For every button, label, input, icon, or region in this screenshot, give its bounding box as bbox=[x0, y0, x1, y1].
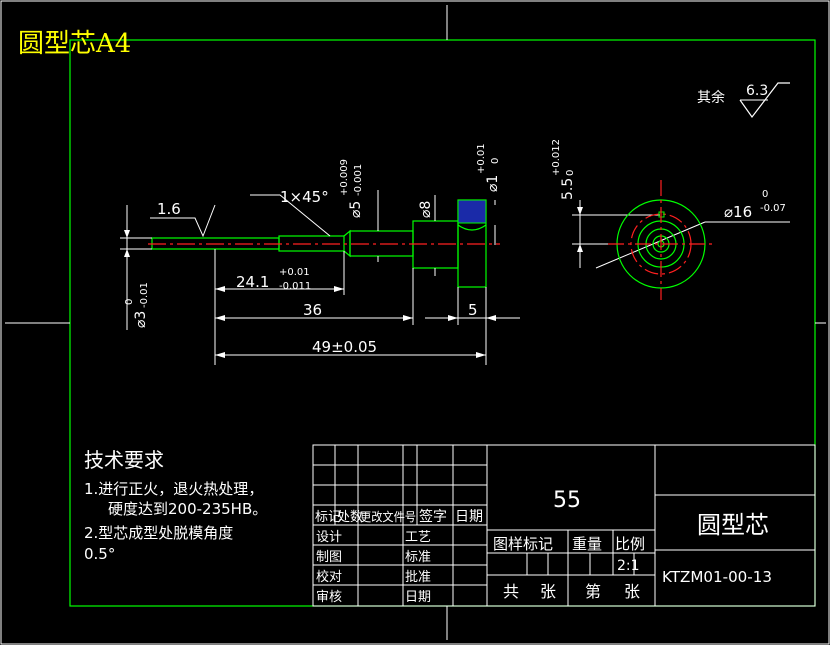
tb-sheet-unit-2: 张 bbox=[624, 582, 640, 601]
dim-dia3-lower: -0.01 bbox=[139, 282, 150, 308]
tech-line-2: 硬度达到200-235HB。 bbox=[108, 500, 267, 518]
hole-curve bbox=[457, 224, 487, 231]
tb-label-scale: 比例 bbox=[615, 535, 645, 553]
dim-dia1-group: ⌀1 +0.01 0 bbox=[476, 143, 501, 192]
tech-title: 技术要求 bbox=[84, 448, 164, 472]
tb-material: 55 bbox=[553, 488, 581, 513]
tech-line-4: 0.5° bbox=[84, 545, 115, 563]
dim-dia5-group: ⌀5 +0.009 -0.001 bbox=[339, 159, 364, 218]
dim-len49: 49±0.05 bbox=[312, 338, 377, 356]
tb-label-drawing-mark: 图样标记 bbox=[493, 535, 553, 553]
dim-roughness-local: 1.6 bbox=[157, 200, 181, 218]
dim-h55: 5.5 bbox=[560, 178, 576, 200]
tb-sheet-total: 共 bbox=[503, 582, 519, 601]
dim-dia5-lower: -0.001 bbox=[353, 164, 364, 196]
tb-header-mark: 标记 bbox=[315, 510, 341, 525]
tb-row-process: 工艺 bbox=[405, 530, 431, 545]
roughness-label: 其余 bbox=[697, 89, 725, 106]
dim-dia8: ⌀8 bbox=[418, 201, 434, 218]
tb-header-sign: 签字 bbox=[419, 508, 447, 525]
dim-h55-group: 5.5 +0.012 0 bbox=[551, 139, 576, 200]
dim-dia16-lower: -0.07 bbox=[760, 203, 786, 214]
tb-header-date: 日期 bbox=[455, 509, 483, 525]
tb-row-date: 日期 bbox=[405, 590, 431, 605]
tech-line-1: 1.进行正火，退火热处理， bbox=[84, 480, 263, 498]
dim-len36: 36 bbox=[303, 301, 322, 319]
tb-label-weight: 重量 bbox=[572, 535, 602, 553]
tb-row-check: 校对 bbox=[316, 569, 342, 585]
tb-header-count: 处数 bbox=[337, 510, 363, 525]
tb-sheet-index: 第 bbox=[585, 582, 601, 601]
dim-h55-upper: +0.012 bbox=[551, 139, 562, 176]
arrowheads bbox=[124, 207, 583, 358]
dim-len24-upper: +0.01 bbox=[279, 267, 310, 278]
dim-len24: 24.1 bbox=[236, 273, 269, 291]
tb-scale-value: 2:1 bbox=[617, 558, 640, 574]
hatch-area bbox=[457, 199, 487, 224]
tb-row-design: 设计 bbox=[316, 530, 342, 545]
dim-len5: 5 bbox=[468, 301, 478, 319]
tb-row-standard: 标准 bbox=[405, 550, 431, 565]
dim-dia16-upper: 0 bbox=[762, 189, 768, 200]
dim-dia16: ⌀16 bbox=[724, 203, 752, 221]
dim-dia3-upper: 0 bbox=[124, 299, 135, 305]
dim-dia1-upper: +0.01 bbox=[476, 143, 487, 174]
page-title: 圆型芯A4 bbox=[18, 29, 131, 59]
tb-row-approve: 批准 bbox=[405, 570, 431, 585]
dim-h55-lower: 0 bbox=[565, 170, 576, 176]
tb-row-review: 审核 bbox=[316, 590, 342, 605]
dim-dia1: ⌀1 bbox=[485, 175, 501, 192]
dim-dia3-group: ⌀3 0 -0.01 bbox=[124, 282, 150, 328]
roughness-value: 6.3 bbox=[746, 83, 768, 99]
dim-dia5: ⌀5 bbox=[348, 201, 364, 218]
dim-len24-lower: -0.011 bbox=[279, 281, 311, 292]
tb-part-name: 圆型芯 bbox=[697, 511, 769, 539]
dim-chamfer: 1×45° bbox=[280, 188, 329, 206]
tb-header-doc: 更改文件号 bbox=[360, 509, 416, 524]
dim-dia1-lower: 0 bbox=[490, 158, 501, 164]
title-block-grid bbox=[312, 444, 816, 607]
dim-dia3: ⌀3 bbox=[133, 311, 149, 328]
dim-dia5-upper: +0.009 bbox=[339, 159, 350, 196]
dim-dia8-group: ⌀8 bbox=[418, 201, 434, 218]
tb-sheet-unit-1: 张 bbox=[540, 582, 556, 601]
tb-drawing-number: KTZM01-00-13 bbox=[662, 568, 772, 586]
tb-row-draw: 制图 bbox=[316, 550, 342, 565]
part-side-view bbox=[151, 199, 487, 288]
dimension-lines bbox=[120, 190, 790, 365]
tech-line-3: 2.型芯成型处脱模角度 bbox=[84, 524, 233, 542]
